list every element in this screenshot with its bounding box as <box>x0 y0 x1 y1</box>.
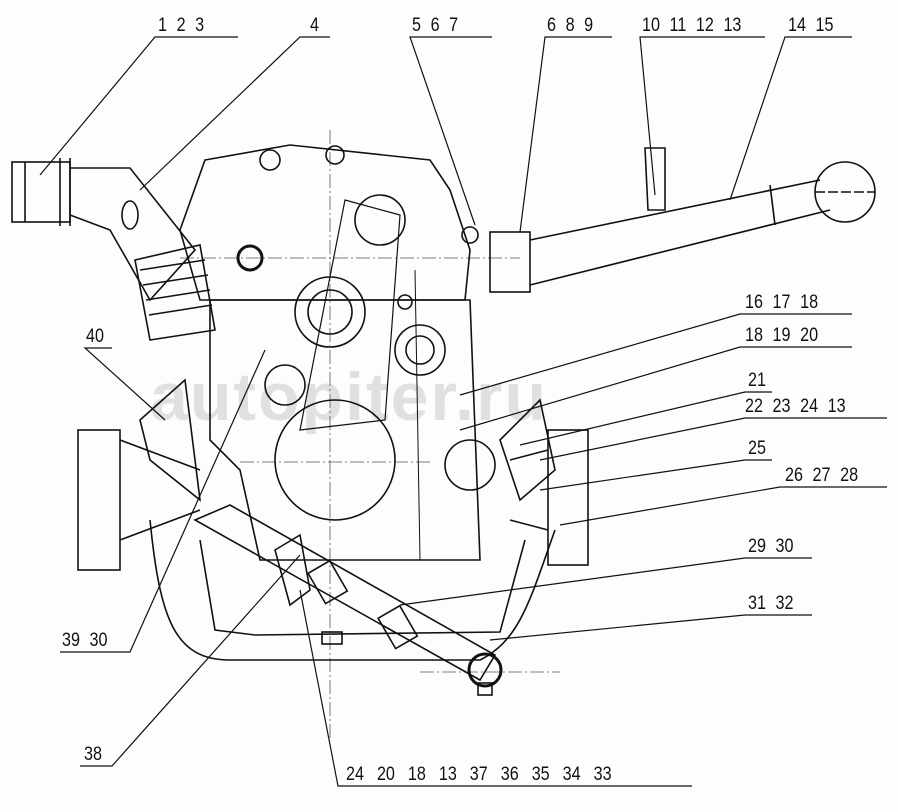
callout-14-15: 14 15 <box>788 15 834 36</box>
lower-pipe <box>193 504 503 696</box>
callout-bottom-group: 24 20 18 13 37 36 35 34 33 <box>346 764 612 785</box>
callout-6-8-9: 6 8 9 <box>547 15 594 36</box>
callout-31-32: 31 32 <box>748 593 794 614</box>
cylinder-head <box>134 144 479 341</box>
center-lines <box>180 130 560 740</box>
callout-16-17-18: 16 17 18 <box>745 292 819 313</box>
watermark: autopiter.ru <box>150 359 549 435</box>
callout-22-23-24-13: 22 23 24 13 <box>745 396 846 417</box>
engine-mounts <box>77 378 589 571</box>
callout-1-2-3: 1 2 3 <box>158 15 205 36</box>
callout-10-11-12-13: 10 11 12 13 <box>642 15 742 36</box>
callout-40: 40 <box>86 326 104 347</box>
callout-21: 21 <box>748 370 766 391</box>
callout-4: 4 <box>310 15 319 36</box>
callout-26-27-28: 26 27 28 <box>785 465 859 486</box>
oil-pan <box>149 519 556 661</box>
leader-lines <box>39 36 887 787</box>
intake-pipe <box>11 158 197 302</box>
engine-block <box>209 199 496 561</box>
callout-39-30: 39 30 <box>62 630 108 651</box>
callout-5-6-7: 5 6 7 <box>412 15 459 36</box>
callout-38: 38 <box>84 744 102 765</box>
exhaust-pipe <box>489 147 876 293</box>
callout-25: 25 <box>748 438 766 459</box>
callout-18-19-20: 18 19 20 <box>745 325 819 346</box>
callout-29-30: 29 30 <box>748 536 794 557</box>
